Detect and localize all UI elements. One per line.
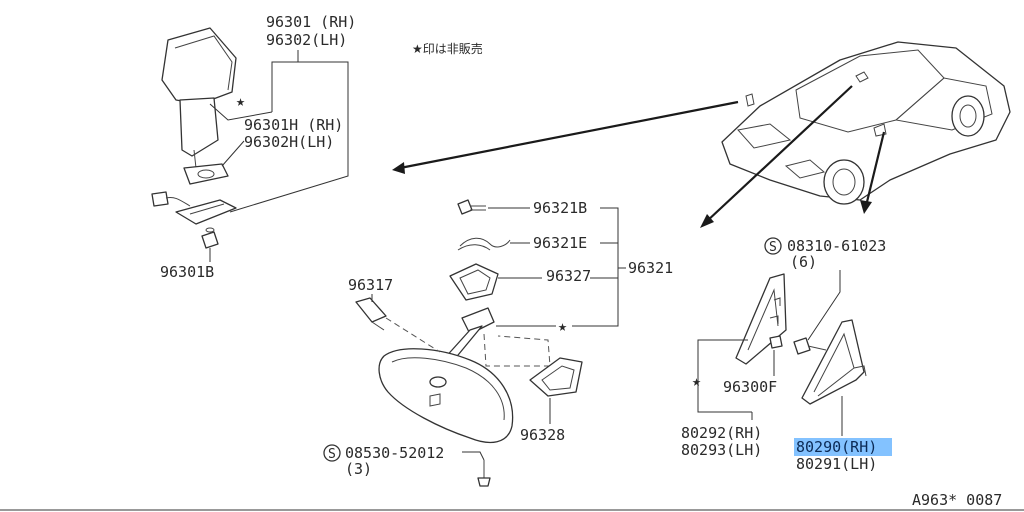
label-96317: 96317	[348, 276, 393, 294]
label-96327: 96327	[546, 267, 591, 285]
label-96321b: 96321B	[533, 199, 587, 217]
label-96301-rh: 96301 (RH)	[266, 13, 356, 31]
outer-finisher-80290[interactable]	[801, 319, 867, 405]
star-mark-mirror: ★	[236, 92, 245, 110]
mirror-gasket-96301b[interactable]	[151, 191, 237, 249]
label-96301b: 96301B	[160, 263, 214, 281]
cover-96328[interactable]	[529, 357, 583, 397]
s-symbol-text-08310: S	[769, 240, 777, 255]
label-80293-lh: 80293(LH)	[681, 441, 762, 459]
s-symbol-text-08530: S	[328, 447, 336, 462]
label-96328: 96328	[520, 426, 565, 444]
label-80292-rh: 80292(RH)	[681, 424, 762, 442]
bolt-08310[interactable]	[793, 337, 827, 355]
label-80290-rh[interactable]: 80290(RH)	[796, 438, 877, 456]
star-mark-inside: ★	[558, 317, 567, 335]
sensor-96317[interactable]	[355, 297, 387, 331]
bolt-96321b[interactable]	[457, 199, 486, 215]
s-symbol-08530	[323, 444, 341, 462]
clip-96321e[interactable]	[457, 237, 511, 251]
label-80291-lh: 80291(LH)	[796, 455, 877, 473]
label-08530-qty: (3)	[345, 460, 372, 478]
label-96302-lh: 96302(LH)	[266, 31, 347, 49]
pointer-arrows	[392, 85, 886, 228]
non-sale-note: ★印は非販売	[412, 41, 483, 56]
car-illustration	[721, 41, 1011, 205]
star-mark-finisher: ★	[692, 372, 701, 390]
figure-code: A963* 0087	[912, 491, 1002, 509]
label-96321: 96321	[628, 259, 673, 277]
inner-finisher-80292[interactable]	[735, 273, 787, 365]
label-96321e: 96321E	[533, 234, 587, 252]
highlight-80290	[794, 438, 892, 456]
outside-mirror-assembly[interactable]	[161, 27, 237, 185]
cover-96327[interactable]	[449, 263, 499, 301]
label-96302h-lh: 96302H(LH)	[244, 133, 334, 151]
label-08530: 08530-52012	[345, 444, 444, 462]
screw-08530[interactable]	[477, 460, 491, 487]
label-96301h-rh: 96301H (RH)	[244, 116, 343, 134]
label-08310: 08310-61023	[787, 237, 886, 255]
s-symbol-08310	[764, 237, 782, 255]
label-08310-qty: (6)	[790, 253, 817, 271]
inside-mirror-96320[interactable]	[378, 307, 514, 444]
label-96300f: 96300F	[723, 378, 777, 396]
screw-96300f[interactable]	[769, 335, 783, 349]
